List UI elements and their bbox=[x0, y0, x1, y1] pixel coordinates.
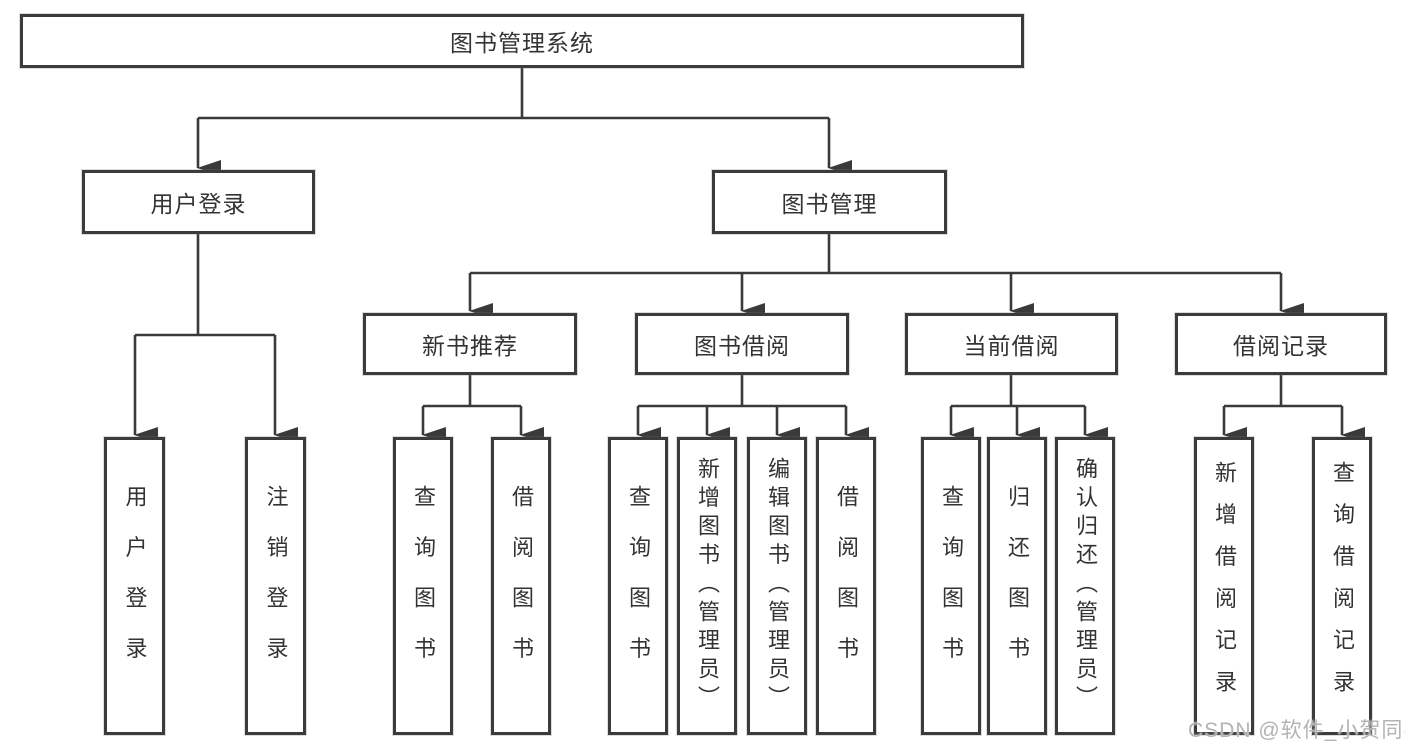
leaf-borrow-book-recommend: 借阅图书 bbox=[491, 437, 551, 735]
node-label: 查询图书 bbox=[939, 484, 964, 688]
node-book-borrow: 图书借阅 bbox=[635, 313, 849, 375]
node-label: 借阅图书 bbox=[834, 484, 859, 688]
node-label: 图书借阅 bbox=[694, 333, 790, 359]
node-label: 新书推荐 bbox=[422, 333, 518, 359]
node-label: 注销登录 bbox=[263, 484, 289, 688]
leaf-query-borrow-record: 查询借阅记录 bbox=[1312, 437, 1372, 735]
node-label: 确认归还（管理员） bbox=[1073, 457, 1098, 715]
node-label: 借阅记录 bbox=[1233, 333, 1329, 359]
node-label: 查询借阅记录 bbox=[1330, 460, 1355, 712]
leaf-edit-book-admin: 编辑图书（管理员） bbox=[747, 437, 807, 735]
leaf-query-book-borrow: 查询图书 bbox=[608, 437, 668, 735]
node-label: 归还图书 bbox=[1005, 484, 1030, 688]
leaf-logout: 注销登录 bbox=[245, 437, 306, 735]
leaf-add-book-admin: 新增图书（管理员） bbox=[677, 437, 737, 735]
node-new-book-recommend: 新书推荐 bbox=[363, 313, 577, 375]
node-current-borrow: 当前借阅 bbox=[905, 313, 1118, 375]
node-borrow-records: 借阅记录 bbox=[1175, 313, 1387, 375]
node-label: 查询图书 bbox=[626, 484, 651, 688]
leaf-confirm-return-admin: 确认归还（管理员） bbox=[1055, 437, 1115, 735]
csdn-watermark: CSDN @软件_小贺同学 bbox=[1188, 719, 1405, 742]
node-label: 图书管理系统 bbox=[450, 30, 594, 56]
node-label: 当前借阅 bbox=[963, 333, 1060, 359]
node-label: 用户登录 bbox=[150, 191, 247, 217]
leaf-user-login: 用户登录 bbox=[104, 437, 165, 735]
node-label: 新增图书（管理员） bbox=[695, 457, 720, 715]
leaf-borrow-book: 借阅图书 bbox=[816, 437, 876, 735]
node-label: 用户登录 bbox=[122, 484, 148, 688]
leaf-query-book-current: 查询图书 bbox=[921, 437, 981, 735]
node-user-login-branch: 用户登录 bbox=[82, 170, 315, 234]
leaf-add-borrow-record: 新增借阅记录 bbox=[1194, 437, 1254, 735]
node-label: 新增借阅记录 bbox=[1212, 460, 1237, 712]
leaf-return-book: 归还图书 bbox=[987, 437, 1047, 735]
node-label: 图书管理 bbox=[781, 191, 878, 217]
leaf-query-book-recommend: 查询图书 bbox=[393, 437, 453, 735]
node-library-management-system: 图书管理系统 bbox=[20, 14, 1024, 68]
node-label: 借阅图书 bbox=[509, 484, 534, 688]
node-label: 查询图书 bbox=[411, 484, 436, 688]
node-book-management-branch: 图书管理 bbox=[712, 170, 947, 234]
node-label: 编辑图书（管理员） bbox=[765, 457, 790, 715]
